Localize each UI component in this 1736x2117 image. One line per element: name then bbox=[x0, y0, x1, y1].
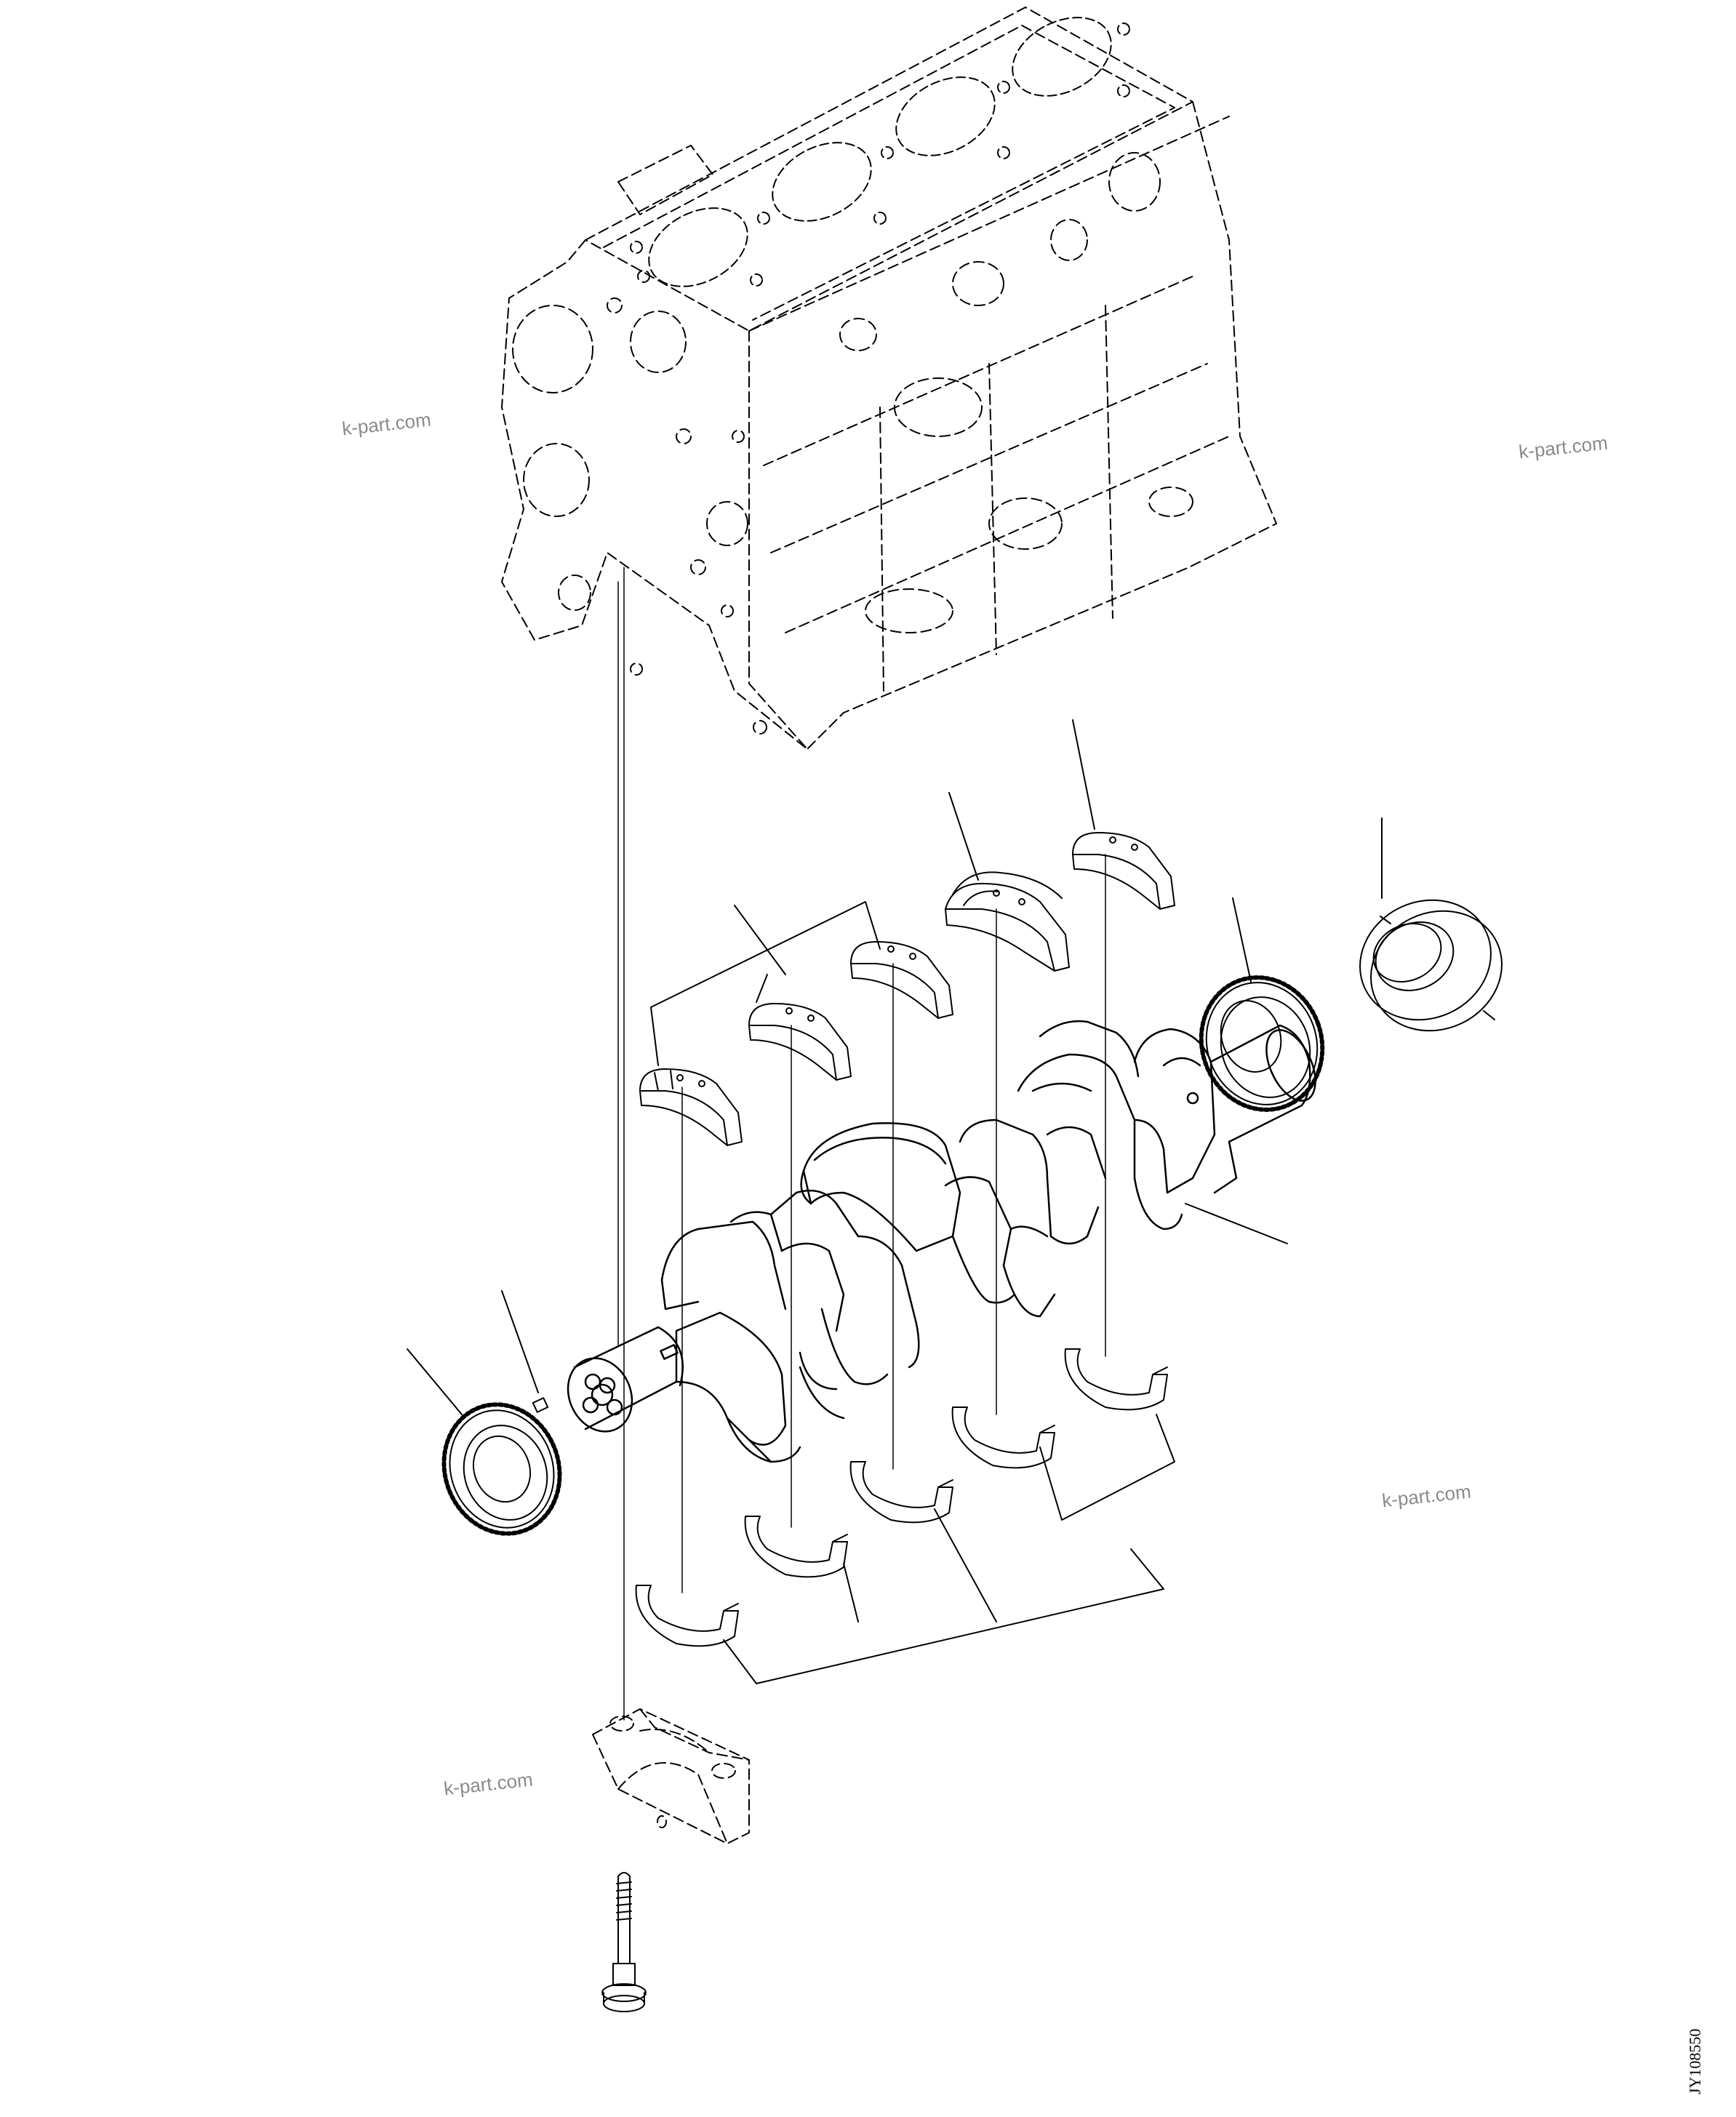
front-gear-leader bbox=[407, 1349, 462, 1414]
rear-oil-seal bbox=[1340, 879, 1521, 1052]
lower-shell3-leader bbox=[935, 1509, 996, 1622]
upper-bearing-shells bbox=[640, 833, 1175, 1145]
lower-bearing-shells bbox=[636, 1349, 1167, 1646]
lower-shells-bracket bbox=[724, 1414, 1175, 1684]
crankshaft-gear-front bbox=[426, 1388, 577, 1550]
woodruff-key bbox=[533, 1398, 548, 1412]
crankshaft bbox=[556, 1021, 1325, 1462]
upper-shell5-leader bbox=[1073, 720, 1095, 829]
drawing-code: JY108550 bbox=[1686, 2028, 1704, 2094]
upper-thrust-leader bbox=[949, 793, 978, 880]
cylinder-bores bbox=[631, 2, 1129, 303]
key-leader bbox=[502, 1291, 538, 1393]
cylinder-block bbox=[502, 7, 1276, 749]
rear-gear-leader bbox=[1233, 898, 1251, 982]
upper-shells-bracket bbox=[651, 902, 880, 1065]
crankshaft-leader bbox=[1185, 1204, 1287, 1244]
main-bearing-cap bbox=[593, 1709, 749, 1844]
crankshaft-gear-rear bbox=[1183, 961, 1340, 1127]
main-bearing-bolt bbox=[602, 1873, 646, 2012]
shell-alignment-lines bbox=[682, 855, 1105, 1593]
